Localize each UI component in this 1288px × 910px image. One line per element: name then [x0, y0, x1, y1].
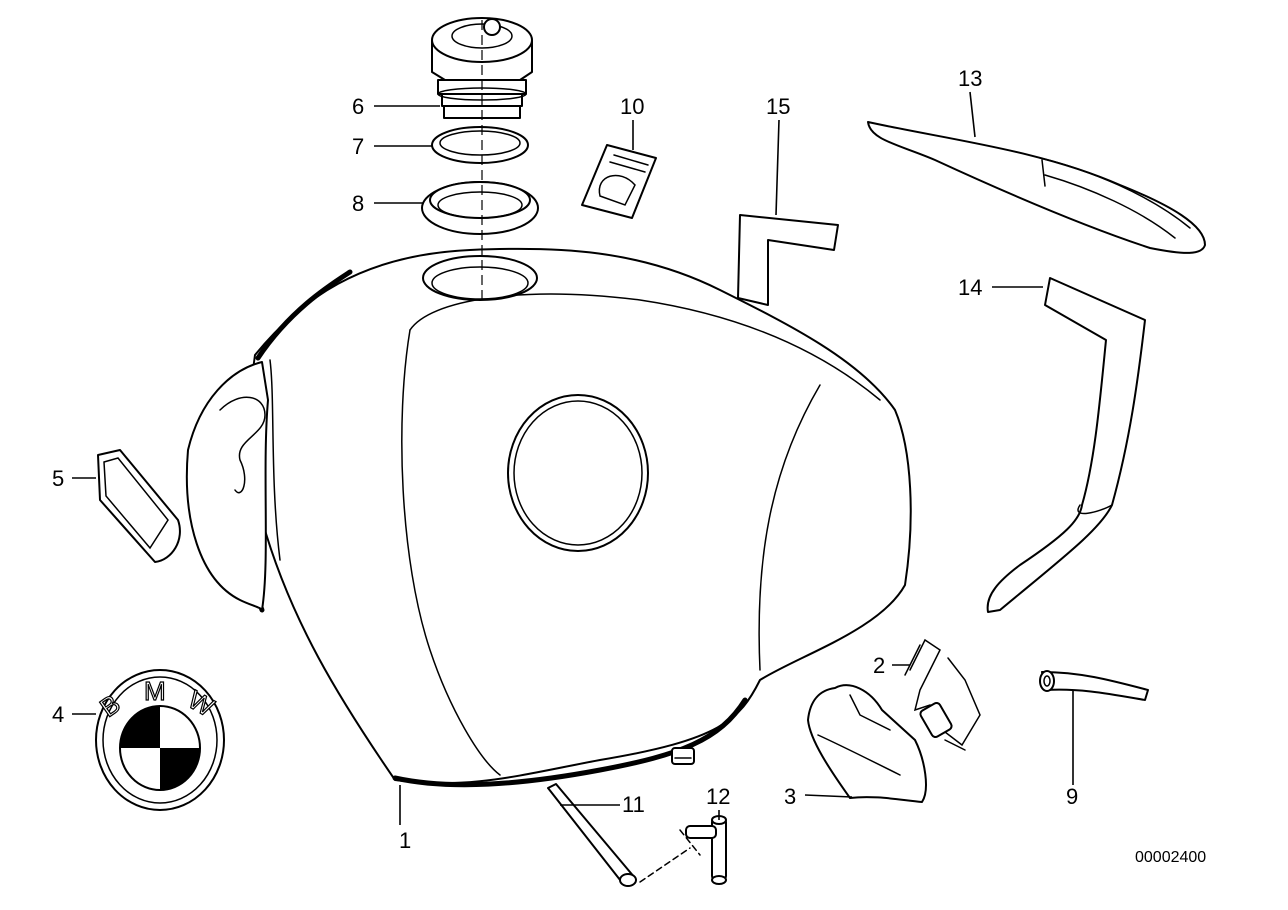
part-2-wire-clip[interactable] [904, 638, 981, 751]
callout-13: 13 [958, 66, 982, 91]
callout-1: 1 [399, 828, 411, 853]
callout-3: 3 [784, 784, 796, 809]
part-9-hose[interactable] [1039, 670, 1149, 701]
callout-5: 5 [52, 466, 64, 491]
callout-2: 2 [873, 653, 885, 678]
part-7-seal-ring[interactable] [431, 126, 529, 164]
callout-9: 9 [1066, 784, 1078, 809]
part-3-rubber-mount[interactable] [807, 684, 927, 803]
part-10-label-sticker[interactable] [581, 144, 657, 219]
part-13-trim-strip[interactable] [867, 121, 1206, 254]
part-14-trim-strip[interactable] [986, 277, 1146, 613]
callout-12: 12 [706, 784, 730, 809]
callout-11: 11 [622, 792, 645, 817]
part-tank-front-flange [185, 361, 269, 611]
part-11-drain-tube[interactable] [547, 783, 701, 887]
part-5-grommet[interactable] [97, 449, 181, 563]
part-8-filler-flange[interactable] [421, 181, 539, 235]
reference-number: 00002400 [1135, 849, 1206, 866]
callout-15: 15 [766, 94, 790, 119]
emblem-letter-m: M [144, 676, 166, 706]
callout-14: 14 [958, 275, 982, 300]
part-15-vent-strip[interactable] [737, 214, 839, 306]
callout-8: 8 [352, 191, 364, 216]
callout-labels: 6 7 8 10 15 13 14 5 4 2 3 9 1 11 12 0000… [52, 66, 1206, 866]
callout-6: 6 [352, 94, 364, 119]
part-fuel-tank[interactable] [249, 247, 912, 788]
part-4-bmw-emblem[interactable]: B M W [94, 669, 225, 811]
part-12-t-connector[interactable] [685, 815, 727, 885]
callout-4: 4 [52, 702, 64, 727]
callout-10: 10 [620, 94, 644, 119]
callout-7: 7 [352, 134, 364, 159]
leader-lines [72, 91, 1074, 825]
